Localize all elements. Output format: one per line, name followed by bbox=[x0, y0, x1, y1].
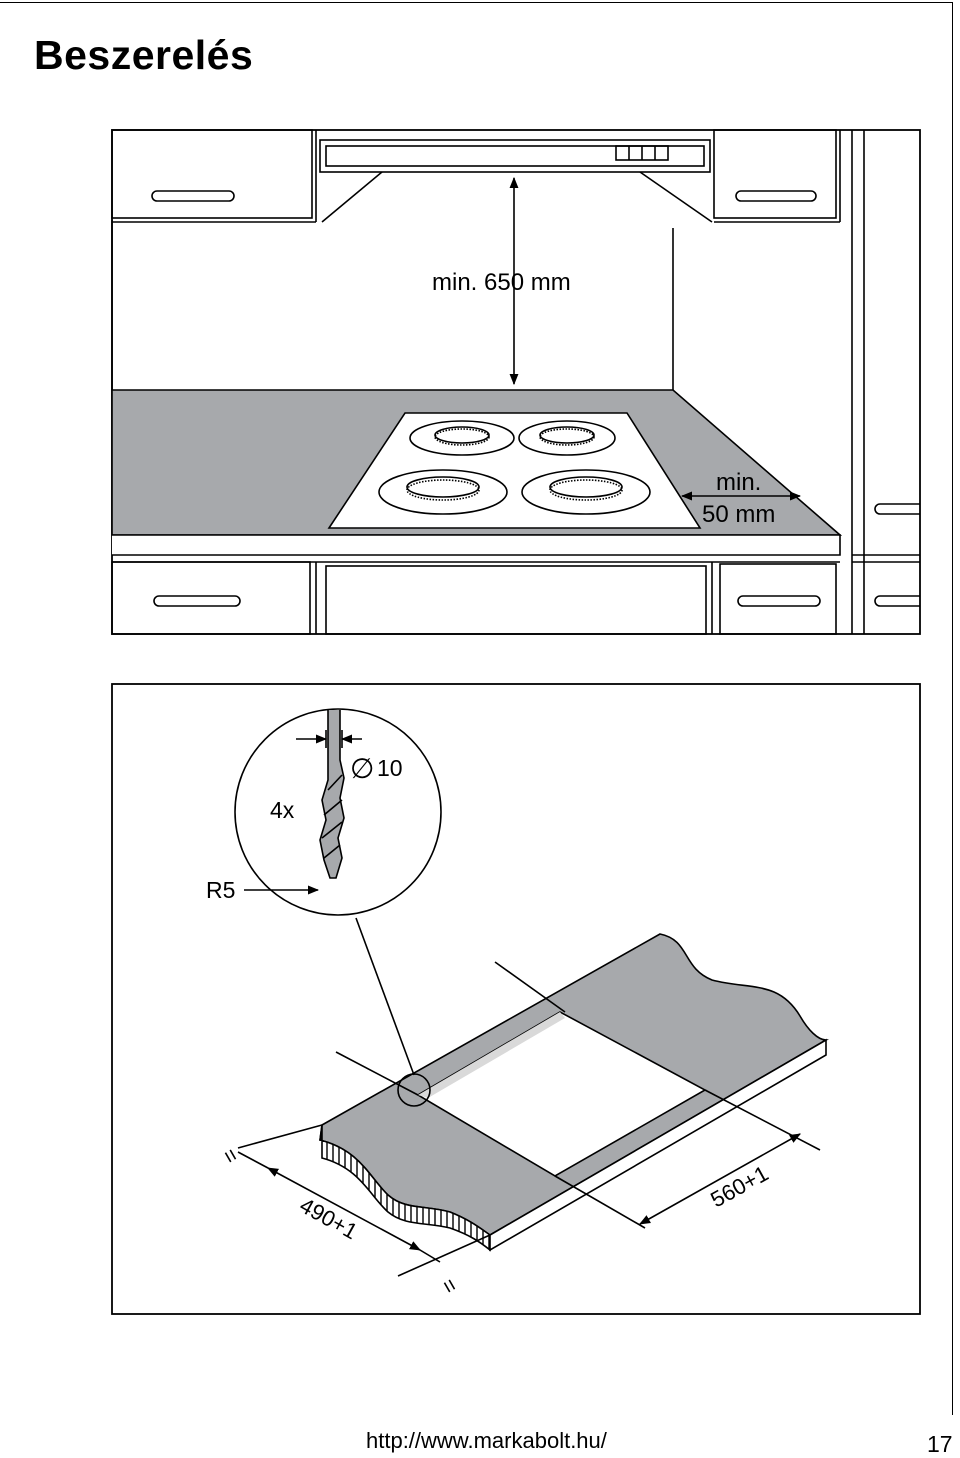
width-dimension-line bbox=[267, 1167, 421, 1251]
page-frame-top bbox=[0, 2, 952, 3]
cutout-figure-frame bbox=[111, 683, 921, 1315]
gas-hob bbox=[327, 412, 702, 529]
cabinet-handle bbox=[737, 595, 821, 607]
burner bbox=[378, 469, 508, 515]
drill-diameter-symbol: ∅ bbox=[350, 753, 374, 784]
length-dimension-line bbox=[639, 1133, 801, 1225]
lower-cabinets bbox=[111, 561, 840, 635]
footer-url[interactable]: http://www.markabolt.hu/ bbox=[366, 1428, 607, 1453]
equal-mark: = bbox=[436, 1274, 464, 1298]
drill-count-label: 4x bbox=[270, 797, 295, 823]
page-frame-right bbox=[952, 2, 953, 1415]
cabinet-handle bbox=[735, 190, 817, 202]
equal-mark: = bbox=[217, 1144, 245, 1168]
kitchen-figure bbox=[111, 129, 921, 635]
cabinet-handle bbox=[151, 190, 235, 202]
kitchen-figure-frame bbox=[111, 129, 921, 635]
upper-right-cabinet bbox=[713, 129, 841, 223]
page-number: 17 bbox=[927, 1431, 953, 1457]
corner-radius-label: R5 bbox=[206, 877, 235, 903]
hood-height-label: min. 650 mm bbox=[432, 269, 571, 296]
drill-bit-icon bbox=[319, 710, 345, 879]
upper-left-cabinet bbox=[111, 129, 317, 223]
side-clearance-label: min. bbox=[716, 469, 761, 496]
burner bbox=[518, 420, 616, 456]
tall-side-cabinet bbox=[851, 130, 920, 634]
range-hood bbox=[319, 139, 713, 223]
cabinet-handle bbox=[153, 595, 241, 607]
drill-diameter-value: 10 bbox=[377, 755, 403, 781]
side-clearance-label-value: 50 mm bbox=[702, 501, 775, 528]
page-title: Beszerelés bbox=[34, 32, 254, 78]
burner bbox=[409, 420, 515, 456]
cutout-figure bbox=[111, 683, 921, 1315]
burner bbox=[521, 469, 651, 515]
